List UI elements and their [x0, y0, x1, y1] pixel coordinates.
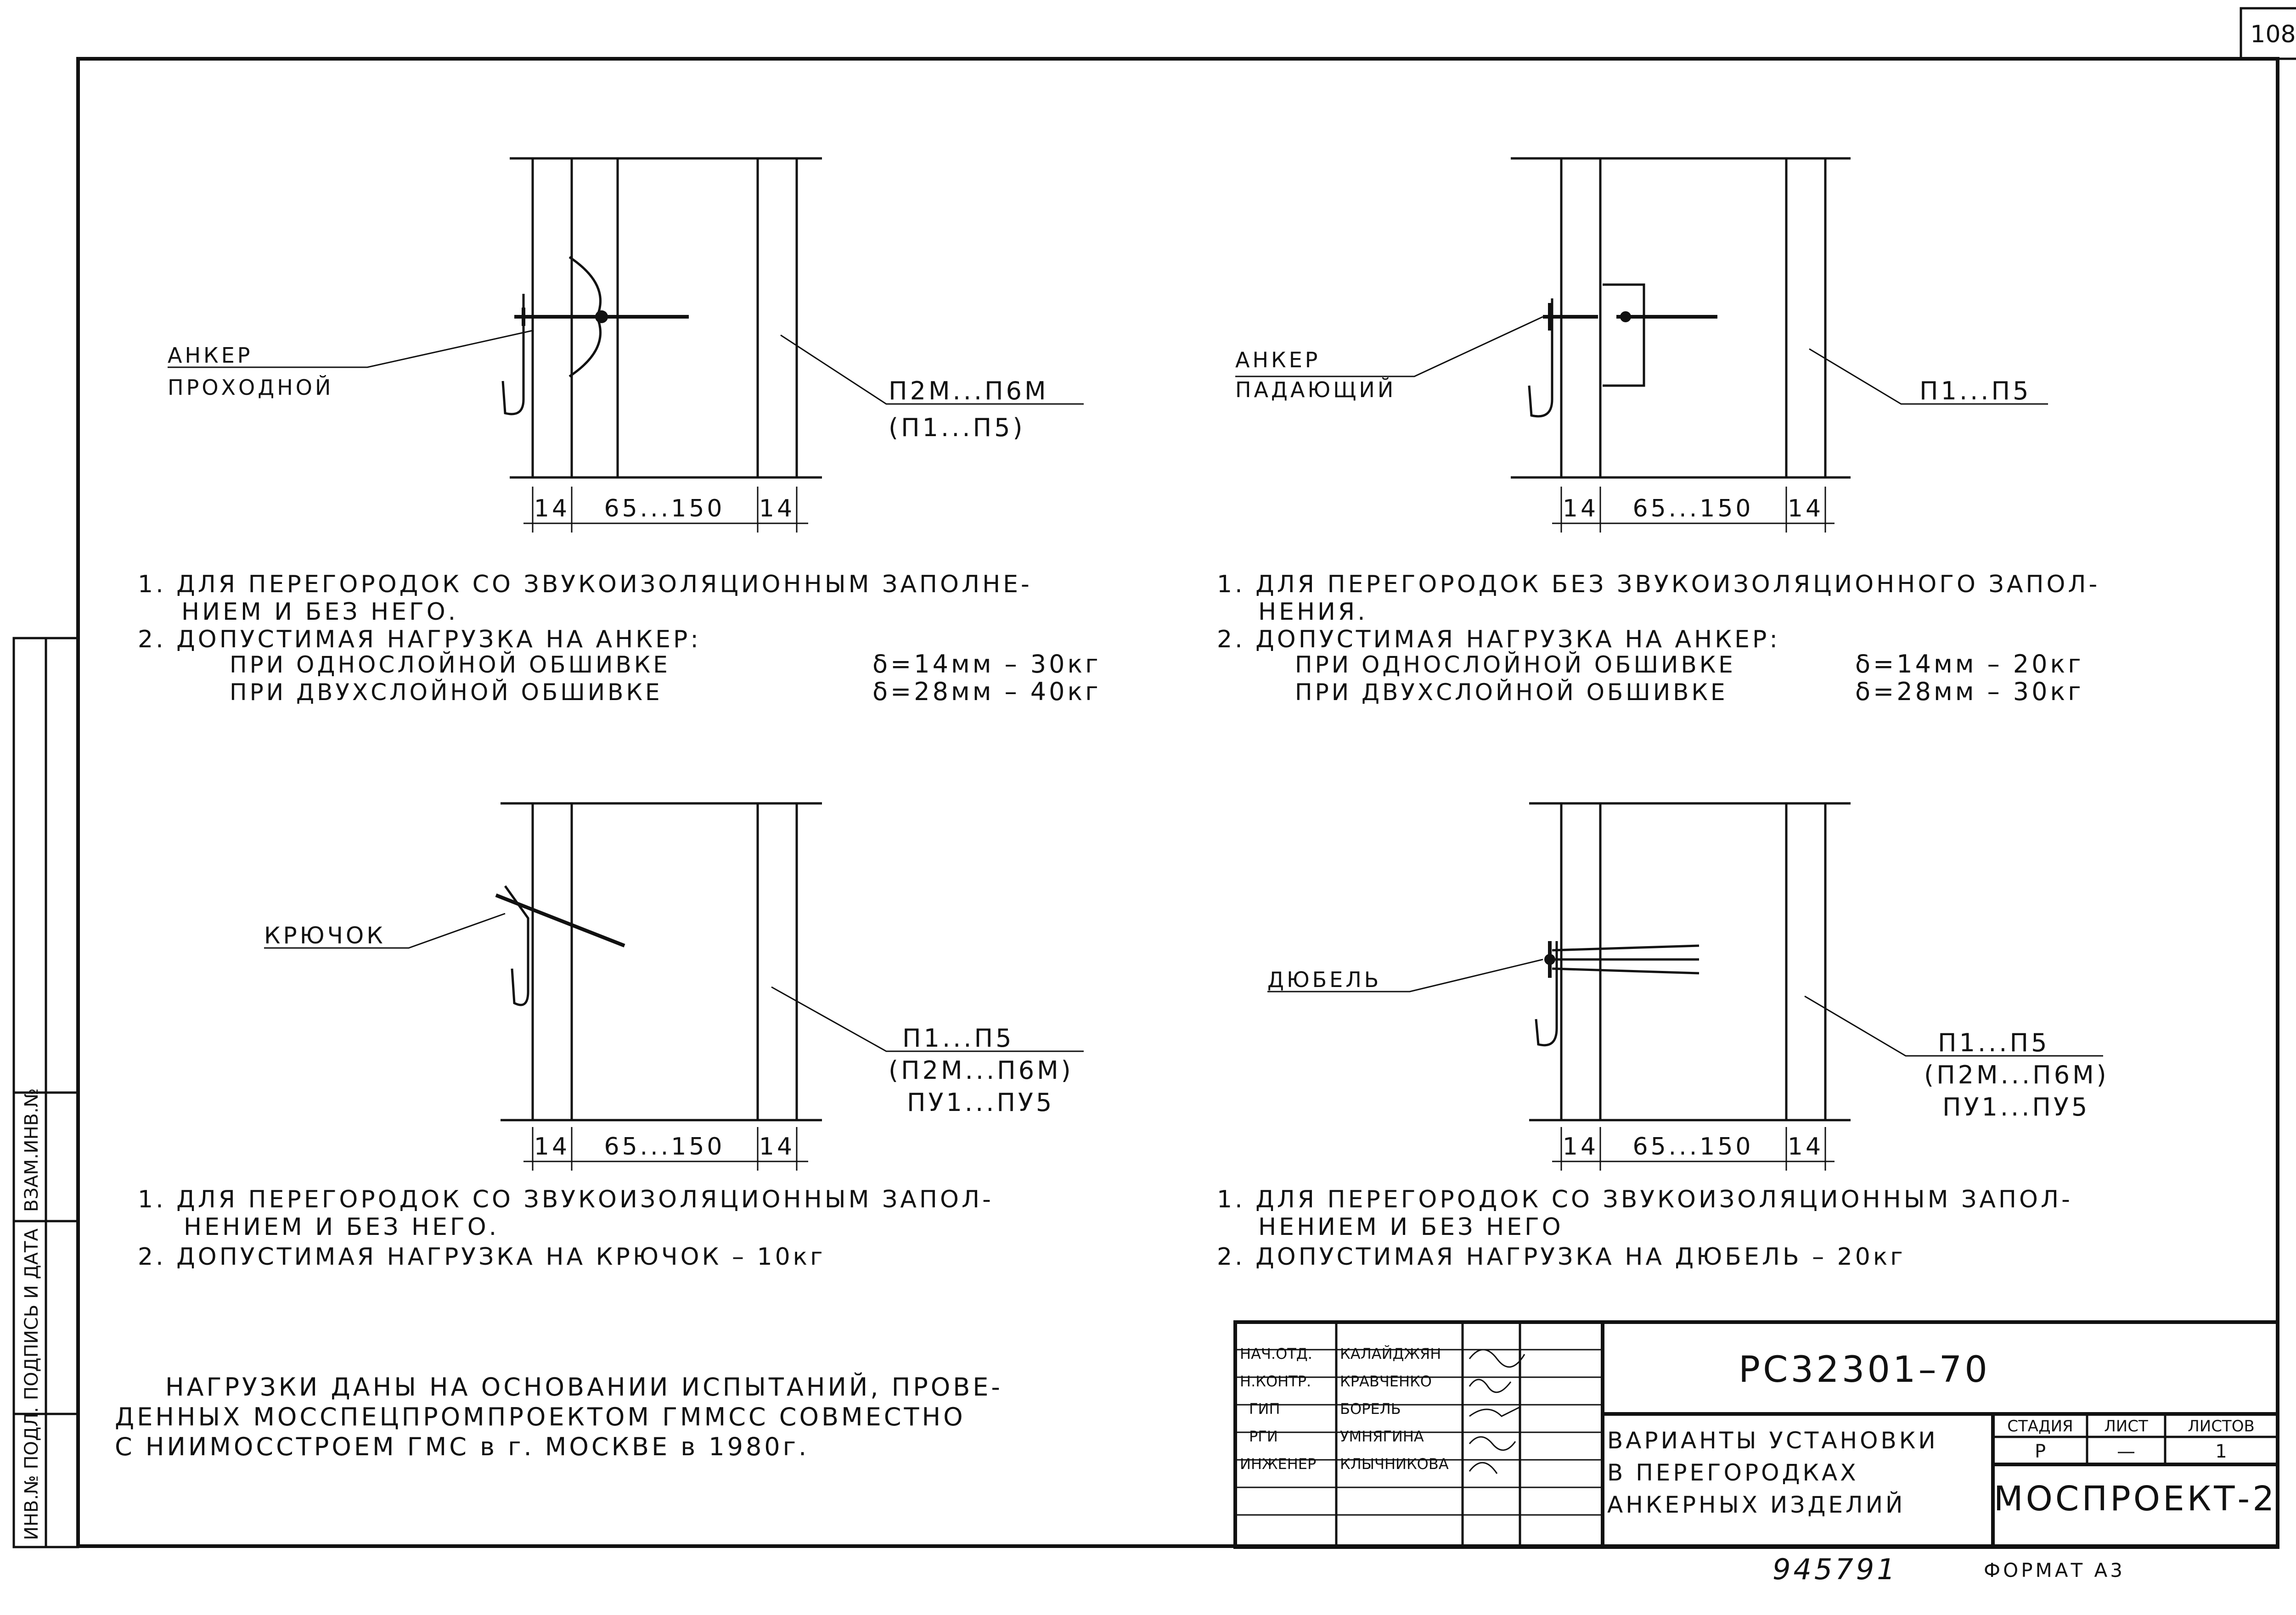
- figure-2-note-1: 1. ДЛЯ ПЕРЕГОРОДОК БЕЗ ЗВУКОИЗОЛЯЦИОННОГ…: [1217, 571, 2100, 598]
- figure-2-dim-left: 14: [1563, 495, 1598, 522]
- general-note-line-3: С НИИМОССТРОЕМ ГМС в г. МОСКВЕ в 1980г.: [115, 1432, 809, 1461]
- sheets-header: ЛИСТОВ: [2188, 1417, 2255, 1436]
- general-note-line-1: НАГРУЗКИ ДАНЫ НА ОСНОВАНИИ ИСПЫТАНИЙ, ПР…: [165, 1373, 1003, 1402]
- figure-4-note-3: 2. ДОПУСТИМАЯ НАГРУЗКА НА ДЮБЕЛЬ – 20кг: [1217, 1243, 1906, 1271]
- general-note-line-2: ДЕННЫХ МОССПЕЦПРОМПРОЕКТОМ ГММСС СОВМЕСТ…: [115, 1402, 966, 1431]
- figure-3-note-2: НЕНИЕМ И БЕЗ НЕГО.: [184, 1213, 499, 1241]
- figure-2-note-3: 2. ДОПУСТИМАЯ НАГРУЗКА НА АНКЕР:: [1217, 626, 1780, 653]
- figure-3-note-1: 1. ДЛЯ ПЕРЕГОРОДОК СО ЗВУКОИЗОЛЯЦИОННЫМ …: [138, 1186, 994, 1213]
- stamp-label-inventory: ИНВ.№ ПОДЛ.: [21, 1407, 42, 1540]
- figure-2-load-2-label: ПРИ ДВУХСЛОЙНОЙ ОБШИВКЕ: [1295, 679, 1728, 706]
- figure-1-dim-right: 14: [759, 495, 795, 522]
- sig-name-2: КРАВЧЕНКО: [1340, 1373, 1432, 1390]
- figure-3-panel-label: П1...П5: [902, 1024, 1014, 1053]
- stage-value: Р: [2035, 1441, 2046, 1462]
- figure-4-label: ДЮБЕЛЬ: [1267, 967, 1381, 992]
- figure-dowel: ДЮБЕЛЬ П1...П5 (П2М...П6М) ПУ1...ПУ5 14 …: [1217, 802, 2109, 1271]
- title-line-2: В ПЕРЕГОРОДКАХ: [1607, 1459, 1859, 1486]
- figure-2-dim-middle: 65...150: [1632, 495, 1753, 522]
- figure-3-note-3: 2. ДОПУСТИМАЯ НАГРУЗКА НА КРЮЧОК – 10кг: [138, 1243, 825, 1271]
- figure-1-panel-label: П2М...П6М: [889, 376, 1049, 405]
- figure-4-dim-right: 14: [1788, 1133, 1823, 1161]
- sig-name-1: КАЛАЙДЖЯН: [1340, 1345, 1441, 1363]
- figure-4-panel-label2: (П2М...П6М): [1924, 1060, 2109, 1089]
- figure-4-note-1: 1. ДЛЯ ПЕРЕГОРОДОК СО ЗВУКОИЗОЛЯЦИОННЫМ …: [1217, 1186, 2073, 1213]
- page-number: 108: [2250, 21, 2296, 48]
- format-label: ФОРМАТ А3: [1984, 1559, 2125, 1581]
- figure-3-label: КРЮЧОК: [264, 922, 386, 949]
- figure-4-note-2: НЕНИЕМ И БЕЗ НЕГО: [1258, 1213, 1564, 1241]
- figure-1-load-2-value: δ=28мм – 40кг: [872, 677, 1101, 706]
- sig-role-4: РГИ: [1249, 1428, 1278, 1445]
- general-note: НАГРУЗКИ ДАНЫ НА ОСНОВАНИИ ИСПЫТАНИЙ, ПР…: [115, 1373, 1003, 1461]
- figure-1-note-1: 1. ДЛЯ ПЕРЕГОРОДОК СО ЗВУКОИЗОЛЯЦИОННЫМ …: [138, 571, 1032, 598]
- stamp-label-signature: ПОДПИСЬ И ДАТА: [21, 1228, 42, 1400]
- figure-3-dim-middle: 65...150: [604, 1133, 725, 1161]
- margin-stamp: ИНВ.№ ПОДЛ. ПОДПИСЬ И ДАТА ВЗАМ.ИНВ.№: [12, 637, 79, 1548]
- figure-1-label-line1: АНКЕР: [168, 343, 253, 368]
- figure-2-label-line1: АНКЕР: [1235, 348, 1321, 372]
- figure-3-dim-right: 14: [759, 1133, 795, 1161]
- title-block: НАЧ.ОТД. КАЛАЙДЖЯН Н.КОНТР. КРАВЧЕНКО ГИ…: [1233, 1320, 2279, 1549]
- figure-1-note-2: НИЕМ И БЕЗ НЕГО.: [181, 598, 458, 626]
- figure-1-label-line2: ПРОХОДНОЙ: [168, 375, 333, 400]
- sheet-value: —: [2117, 1441, 2135, 1462]
- figure-3-dim-left: 14: [534, 1133, 570, 1161]
- figure-1-panel-label2: (П1...П5): [889, 413, 1025, 442]
- figure-1-load-1-value: δ=14мм – 30кг: [872, 650, 1101, 679]
- figure-1-note-3: 2. ДОПУСТИМАЯ НАГРУЗКА НА АНКЕР:: [138, 626, 701, 653]
- figure-2-load-1-label: ПРИ ОДНОСЛОЙНОЙ ОБШИВКЕ: [1295, 651, 1736, 678]
- figure-3-panel-label3: ПУ1...ПУ5: [907, 1088, 1054, 1117]
- sig-name-5: КЛЫЧНИКОВА: [1340, 1455, 1449, 1473]
- figure-2-dim-right: 14: [1788, 495, 1823, 522]
- figure-2-load-1-value: δ=14мм – 20кг: [1855, 650, 2084, 679]
- sig-role-1: НАЧ.ОТД.: [1240, 1345, 1312, 1363]
- inventory-number: 945791: [1773, 1553, 1898, 1586]
- figure-hook: КРЮЧОК П1...П5 (П2М...П6М) ПУ1...ПУ5 14 …: [138, 802, 1084, 1271]
- figure-1-dim-middle: 65...150: [604, 495, 725, 522]
- figure-2-panel-label: П1...П5: [1919, 376, 2031, 405]
- figure-4-panel-label3: ПУ1...ПУ5: [1942, 1093, 2090, 1122]
- sig-name-3: БОРЕЛЬ: [1340, 1400, 1401, 1418]
- sig-role-2: Н.КОНТР.: [1240, 1373, 1311, 1390]
- sig-name-4: УМНЯГИНА: [1340, 1428, 1424, 1445]
- title-line-1: ВАРИАНТЫ УСТАНОВКИ: [1607, 1427, 1938, 1454]
- sheet-header: ЛИСТ: [2104, 1417, 2148, 1436]
- page-number-box: [2240, 7, 2296, 60]
- sig-role-5: ИНЖЕНЕР: [1240, 1455, 1316, 1473]
- figure-anchor-toggle: АНКЕР ПАДАЮЩИЙ П1...П5 14 65...150 14 1.…: [1217, 157, 2100, 706]
- stage-header: СТАДИЯ: [2007, 1417, 2073, 1436]
- figure-4-dim-left: 14: [1563, 1133, 1598, 1161]
- figure-2-load-2-value: δ=28мм – 30кг: [1855, 677, 2084, 706]
- document-code: РС32301–70: [1739, 1349, 1990, 1391]
- figure-2-label-line2: ПАДАЮЩИЙ: [1235, 377, 1396, 402]
- figure-1-load-2-label: ПРИ ДВУХСЛОЙНОЙ ОБШИВКЕ: [230, 679, 663, 706]
- figure-4-dim-middle: 65...150: [1632, 1133, 1753, 1161]
- sheets-value: 1: [2215, 1441, 2227, 1462]
- figure-4-panel-label: П1...П5: [1938, 1028, 2049, 1057]
- stamp-label-replacement: ВЗАМ.ИНВ.№: [21, 1088, 42, 1212]
- figure-2-note-2: НЕНИЯ.: [1258, 598, 1368, 626]
- figure-1-load-1-label: ПРИ ОДНОСЛОЙНОЙ ОБШИВКЕ: [230, 651, 670, 678]
- figure-anchor-through: АНКЕР ПРОХОДНОЙ П2М...П6М (П1...П5) 14 6…: [138, 157, 1101, 706]
- organization-name: МОСПРОЕКТ-2: [1994, 1479, 2277, 1519]
- title-line-3: АНКЕРНЫХ ИЗДЕЛИЙ: [1607, 1491, 1905, 1518]
- figure-3-panel-label2: (П2М...П6М): [889, 1056, 1074, 1085]
- figure-1-dim-left: 14: [534, 495, 570, 522]
- sig-role-3: ГИП: [1249, 1400, 1280, 1418]
